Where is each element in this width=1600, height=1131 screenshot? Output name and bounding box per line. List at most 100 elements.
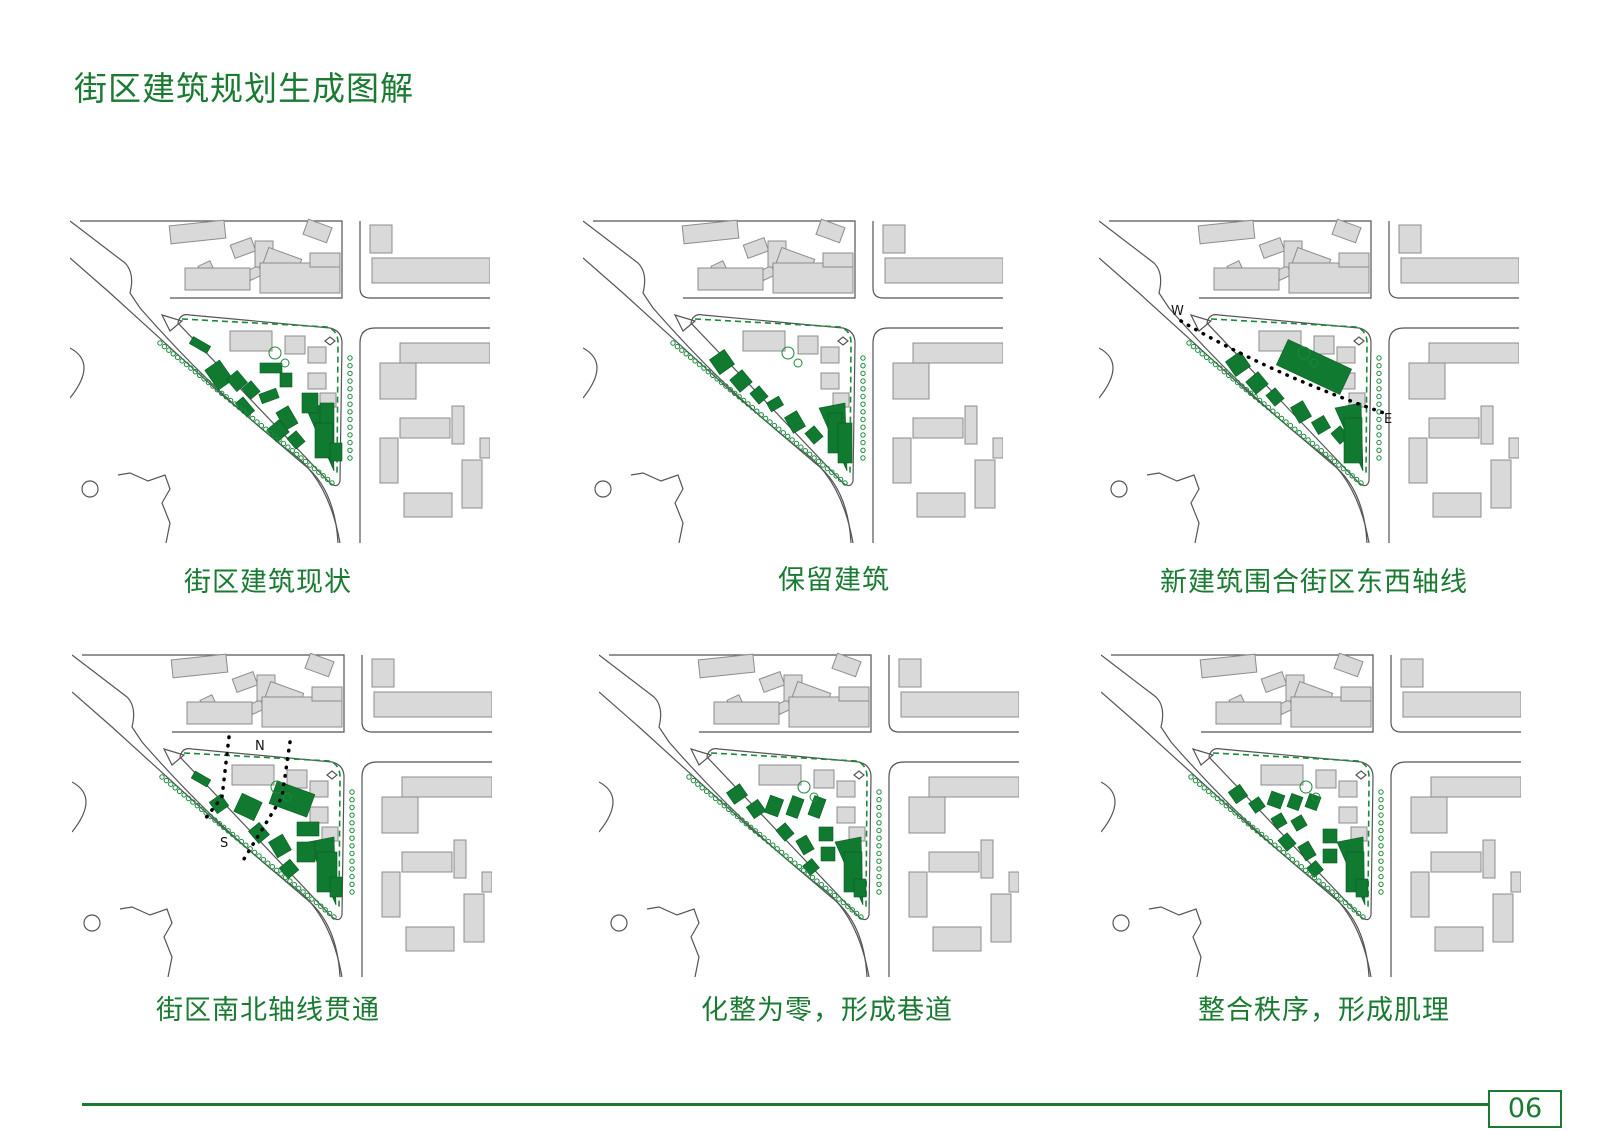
tree-icon — [824, 465, 831, 472]
tree-icon — [690, 777, 697, 784]
tree-icon — [1188, 774, 1194, 780]
tree-icon — [687, 354, 694, 361]
tree-icon — [723, 383, 729, 389]
tree-icon — [1378, 850, 1384, 857]
tree-icon — [860, 363, 866, 369]
road-outline — [117, 472, 171, 543]
tree-icon — [1274, 412, 1280, 418]
tree-icon — [291, 882, 298, 888]
existing-building — [373, 691, 492, 718]
road-outline — [70, 347, 85, 399]
tree-icon — [1327, 455, 1333, 461]
site-boundary-dashed — [1212, 752, 1370, 910]
existing-building — [1410, 871, 1430, 918]
tree-icon — [1208, 358, 1214, 364]
tree-icon — [251, 849, 258, 856]
existing-building — [1430, 851, 1482, 873]
retained-building — [229, 330, 273, 352]
tree-icon — [1299, 780, 1313, 794]
existing-building — [1402, 691, 1521, 718]
retained-building — [284, 335, 306, 355]
road-outline — [70, 257, 339, 543]
tree-icon — [778, 849, 785, 856]
tree-icon — [243, 842, 249, 848]
road-outline — [83, 914, 101, 932]
tree-icon — [176, 788, 183, 795]
tree-icon — [823, 885, 829, 892]
tree-icon — [876, 866, 882, 872]
tree-icon — [767, 419, 773, 425]
existing-building — [1213, 267, 1280, 291]
retained-building — [797, 335, 819, 355]
tree-icon — [1226, 372, 1232, 379]
tree-icon — [1307, 871, 1313, 877]
tree-icon — [754, 408, 760, 414]
road-outline — [359, 327, 490, 543]
tree-icon — [1252, 394, 1258, 400]
tree-icon — [820, 462, 826, 468]
tree-icon — [249, 415, 256, 422]
existing-building — [1331, 218, 1362, 244]
marker-icon — [837, 336, 849, 346]
tree-icon — [1325, 885, 1331, 892]
existing-building — [1333, 652, 1364, 678]
tree-icon — [245, 412, 251, 418]
tree-icon — [234, 835, 240, 841]
tree-icon — [860, 432, 866, 438]
new-building — [234, 396, 256, 418]
tree-icon — [1270, 408, 1276, 414]
tree-icon — [316, 469, 322, 475]
tree-icon — [254, 419, 260, 425]
tree-icon — [696, 361, 703, 368]
diagram-panel-retain — [583, 213, 1003, 543]
tree-icon — [320, 473, 326, 479]
existing-building — [884, 257, 1003, 284]
tree-icon — [349, 889, 355, 895]
tree-icon — [197, 372, 203, 379]
tree-icon — [1378, 873, 1384, 880]
tree-icon — [1285, 853, 1291, 859]
tree-icon — [347, 393, 353, 400]
tree-icon — [876, 850, 882, 857]
road-outline — [1101, 781, 1116, 833]
new-building — [853, 878, 867, 898]
site-plan-ns-axis: NS — [72, 652, 492, 977]
road-outline — [646, 906, 700, 977]
tree-icon — [1199, 351, 1205, 357]
tree-icon — [282, 874, 289, 881]
site-plan-existing — [70, 218, 490, 543]
tree-icon — [860, 386, 866, 392]
tree-icon — [260, 856, 267, 863]
tree-icon — [1263, 835, 1269, 841]
existing-building — [479, 437, 490, 459]
existing-building — [831, 652, 862, 678]
tree-icon — [1353, 476, 1360, 483]
tree-icon — [1203, 354, 1210, 361]
tree-icon — [1378, 804, 1384, 811]
existing-building — [912, 342, 1003, 364]
tree-icon — [349, 789, 355, 795]
tree-icon — [1336, 462, 1342, 468]
tree-icon — [1378, 820, 1384, 826]
tree-icon — [1355, 910, 1362, 917]
tree-icon — [307, 462, 313, 468]
tree-icon — [781, 346, 795, 360]
tree-icon — [783, 853, 789, 859]
tree-icon — [194, 803, 201, 809]
existing-building — [1197, 219, 1256, 245]
existing-building — [980, 839, 994, 879]
road-outline — [361, 761, 492, 977]
retained-building — [307, 346, 327, 364]
road-outline — [690, 314, 856, 487]
tree-icon — [756, 831, 763, 838]
tree-icon — [876, 797, 882, 803]
existing-building — [932, 926, 982, 952]
tree-icon — [349, 858, 355, 864]
existing-building — [697, 653, 756, 679]
tree-icon — [1283, 419, 1289, 425]
tree-icon — [837, 476, 844, 483]
tree-icon — [302, 458, 309, 465]
existing-building — [697, 267, 764, 291]
existing-building — [892, 362, 930, 400]
